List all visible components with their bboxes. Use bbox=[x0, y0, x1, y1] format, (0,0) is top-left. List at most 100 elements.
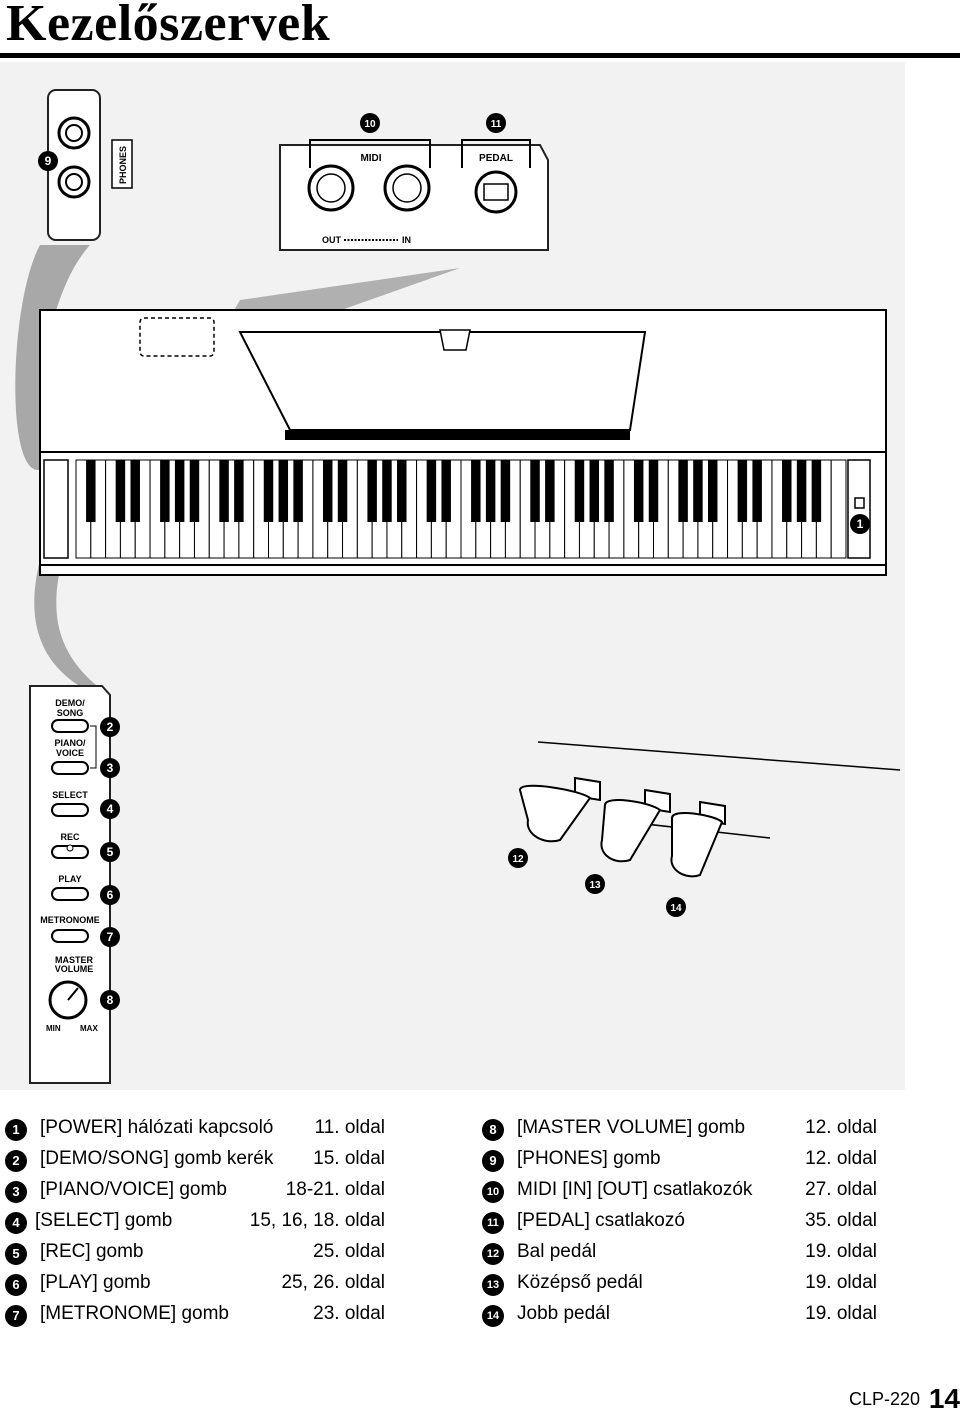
legend-number: 11 bbox=[482, 1212, 504, 1234]
piano-body bbox=[39, 309, 887, 576]
metronome-label: METRONOME bbox=[40, 915, 100, 925]
callout-number: 3 bbox=[107, 761, 114, 775]
piano-voice-label: VOICE bbox=[56, 748, 84, 758]
legend-page: 35. oldal bbox=[805, 1210, 877, 1231]
black-key bbox=[589, 460, 600, 522]
legend-page: 25, 26. oldal bbox=[281, 1272, 385, 1293]
legend-label: [METRONOME] gomb bbox=[40, 1303, 229, 1324]
callout-badge bbox=[100, 927, 120, 947]
legend-number: 3 bbox=[5, 1181, 27, 1203]
legend-label: [PIANO/VOICE] gomb bbox=[40, 1179, 227, 1200]
keyboard-keys bbox=[75, 459, 847, 559]
legend-page: 15, 16, 18. oldal bbox=[249, 1210, 385, 1231]
legend-label: [PHONES] gomb bbox=[517, 1148, 661, 1169]
black-key bbox=[189, 460, 200, 522]
legend-page: 18-21. oldal bbox=[285, 1179, 385, 1200]
callout-badge bbox=[850, 514, 870, 534]
black-key bbox=[234, 460, 244, 522]
black-key bbox=[263, 460, 274, 522]
black-key bbox=[811, 460, 822, 522]
black-key bbox=[441, 460, 451, 522]
callout-number: 1 bbox=[857, 517, 864, 531]
black-key bbox=[633, 460, 644, 522]
callout-badge bbox=[666, 897, 686, 917]
callout-badge bbox=[100, 842, 120, 862]
black-key bbox=[397, 460, 407, 522]
legend-label: [REC] gomb bbox=[40, 1241, 144, 1262]
callout-badge bbox=[508, 848, 528, 868]
phones-panel: PHONES bbox=[47, 89, 133, 241]
legend-number: 6 bbox=[5, 1274, 27, 1296]
legend-number: 12 bbox=[482, 1243, 504, 1265]
piano-voice-label: PIANO/ bbox=[54, 738, 86, 748]
black-key bbox=[293, 460, 303, 522]
callout-badge bbox=[100, 717, 120, 737]
callout-number: 12 bbox=[512, 854, 524, 865]
black-key bbox=[693, 460, 703, 522]
black-key bbox=[737, 460, 748, 522]
callout-badge bbox=[38, 151, 58, 171]
white-key bbox=[830, 459, 847, 559]
callout-badge bbox=[100, 990, 120, 1010]
panel-connector-shape bbox=[34, 560, 96, 685]
legend-label: [DEMO/SONG] gomb kerék bbox=[40, 1148, 274, 1169]
min-label: MIN bbox=[46, 1024, 61, 1033]
black-key bbox=[115, 460, 126, 522]
legend-page: 23. oldal bbox=[313, 1303, 385, 1324]
black-key bbox=[782, 460, 792, 522]
black-key bbox=[500, 460, 511, 522]
callout-badge bbox=[585, 874, 605, 894]
callout-number: 9 bbox=[45, 154, 52, 168]
black-key bbox=[322, 460, 333, 522]
out-label: OUT bbox=[322, 235, 342, 245]
legend-item: 6 [PLAY] gomb 25, 26. oldal bbox=[5, 1272, 385, 1300]
black-key bbox=[678, 460, 688, 522]
select-label: SELECT bbox=[52, 790, 88, 800]
black-key bbox=[130, 460, 140, 522]
piano-controls-illustration: PHONES MIDI PEDAL OUT IN DEMO/ SONG bbox=[0, 62, 905, 1090]
legend-label: [MASTER VOLUME] gomb bbox=[517, 1117, 746, 1138]
callout-badge bbox=[100, 799, 120, 819]
legend-item: 7 [METRONOME] gomb 23. oldal bbox=[5, 1303, 385, 1331]
legend-number: 9 bbox=[482, 1150, 504, 1172]
black-key bbox=[530, 460, 540, 522]
page-title: Kezelőszervek bbox=[6, 0, 331, 52]
page-number: 14 bbox=[928, 1383, 960, 1414]
legend-page: 25. oldal bbox=[313, 1241, 385, 1262]
callout-number: 6 bbox=[107, 888, 114, 902]
black-key bbox=[648, 460, 659, 522]
black-key bbox=[604, 460, 614, 522]
legend-number: 2 bbox=[5, 1150, 27, 1172]
callout-number: 7 bbox=[107, 930, 114, 944]
midi-label: MIDI bbox=[360, 153, 381, 164]
pedal-label: PEDAL bbox=[479, 153, 513, 164]
black-key bbox=[796, 460, 807, 522]
black-key bbox=[707, 460, 718, 522]
callout-number: 13 bbox=[589, 880, 601, 891]
legend-number: 7 bbox=[5, 1305, 27, 1327]
master-volume-label: VOLUME bbox=[55, 964, 94, 974]
midi-pedal-panel: MIDI PEDAL OUT IN bbox=[279, 139, 549, 251]
black-key bbox=[426, 460, 437, 522]
legend-label: [PLAY] gomb bbox=[40, 1272, 151, 1293]
black-key bbox=[160, 460, 170, 522]
callout-number: 8 bbox=[107, 993, 114, 1007]
legend-page: 19. oldal bbox=[805, 1272, 877, 1293]
legend-label: Jobb pedál bbox=[517, 1303, 610, 1324]
title-rule bbox=[0, 53, 960, 58]
legend-page: 19. oldal bbox=[805, 1303, 877, 1324]
legend-number: 10 bbox=[482, 1181, 504, 1203]
demo-song-label: SONG bbox=[57, 708, 84, 718]
phones-connector-shape bbox=[15, 245, 90, 470]
legend-page: 12. oldal bbox=[805, 1148, 877, 1169]
black-key bbox=[219, 460, 229, 522]
callout-number: 11 bbox=[491, 119, 502, 130]
